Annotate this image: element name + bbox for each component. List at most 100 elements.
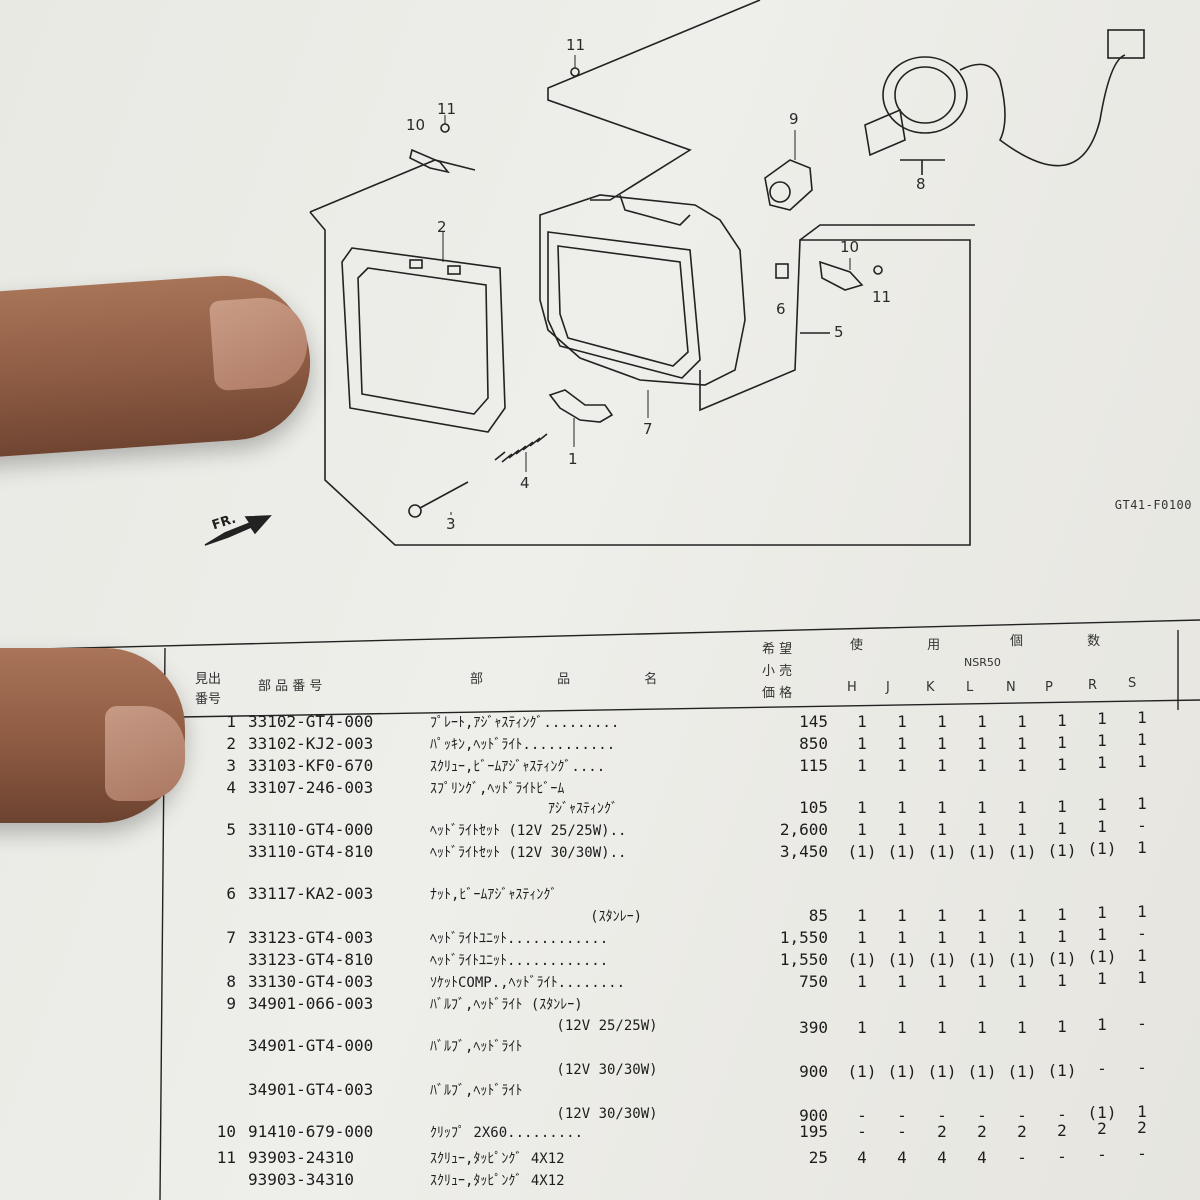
row-qty-N: 1	[1017, 756, 1027, 775]
row-qty-S: -	[1137, 923, 1147, 943]
type-header-H: H	[847, 680, 857, 695]
row-qty-L: 1	[977, 734, 987, 753]
row-qty-L: -	[977, 1106, 987, 1125]
row-part-number: 93903-34310	[248, 1170, 354, 1189]
callout-10-right: 10	[840, 238, 860, 256]
row-price: 750	[799, 972, 828, 991]
row-qty-L: (1)	[967, 1062, 997, 1081]
type-header-S: S	[1128, 676, 1137, 691]
row-qty-H: (1)	[847, 950, 877, 969]
row-ref: 10	[216, 1122, 236, 1141]
row-qty-N: (1)	[1007, 950, 1037, 969]
row-qty-K: 1	[937, 820, 947, 839]
row-qty-L: 1	[977, 712, 987, 731]
row-qty-S: -	[1137, 1013, 1147, 1033]
row-qty-S: 1	[1137, 945, 1147, 965]
row-qty-K: 1	[937, 734, 947, 753]
row-qty-L: 1	[977, 1018, 987, 1037]
row-qty-P: -	[1057, 1104, 1067, 1124]
row-part-number: 34901-GT4-000	[248, 1036, 374, 1055]
row-qty-S: -	[1137, 1057, 1147, 1077]
row-price: 2,600	[779, 820, 828, 839]
row-qty-R: 2	[1097, 1119, 1107, 1138]
row-qty-J: 1	[897, 972, 907, 991]
row-qty-S: 1	[1137, 707, 1147, 727]
row-qty-L: 1	[977, 972, 987, 991]
row-price: 390	[799, 1018, 828, 1037]
row-part-name: ｿｹｯﾄCOMP.,ﾍｯﾄﾞﾗｲﾄ........	[430, 975, 626, 991]
row-part-name: ﾍｯﾄﾞﾗｲﾄｾｯﾄ (12V 30/30W)..	[430, 845, 627, 861]
row-price: 3,450	[779, 842, 828, 861]
row-qty-N: (1)	[1007, 842, 1037, 861]
row-qty-H: 1	[857, 972, 867, 991]
type-header-L: L	[966, 680, 974, 695]
row-qty-K: 1	[937, 1018, 947, 1037]
row-qty-J: 1	[897, 1018, 907, 1037]
ref-header-bottom: 番号	[195, 692, 222, 707]
row-qty-K: 1	[937, 906, 947, 925]
row-price: 900	[799, 1106, 828, 1125]
row-qty-S: -	[1137, 1143, 1147, 1163]
row-qty-L: 4	[977, 1148, 987, 1167]
callout-11-top: 11	[566, 36, 586, 54]
row-part-number: 33103-KF0-670	[248, 756, 374, 775]
row-qty-K: 1	[937, 972, 947, 991]
row-qty-L: 1	[977, 820, 987, 839]
row-qty-K: (1)	[927, 1062, 957, 1081]
row-part-number: 33102-KJ2-003	[248, 734, 374, 753]
row-ref: 2	[226, 734, 236, 753]
row-qty-H: -	[857, 1122, 867, 1141]
row-part-name: (12V 30/30W)	[430, 1106, 658, 1122]
row-qty-L: (1)	[967, 842, 997, 861]
row-price: 25	[808, 1148, 828, 1167]
callout-11-right: 11	[872, 288, 892, 306]
row-qty-H: (1)	[847, 842, 877, 861]
row-qty-R: 1	[1097, 1015, 1107, 1034]
row-qty-N: 1	[1017, 906, 1027, 925]
row-ref: 8	[226, 972, 236, 991]
row-qty-P: 1	[1057, 818, 1067, 838]
row-qty-S: 1	[1137, 729, 1147, 749]
row-qty-N: -	[1017, 1106, 1027, 1125]
row-part-number: 34901-066-003	[248, 994, 374, 1013]
row-qty-N: 2	[1017, 1122, 1027, 1141]
figure-code: GT41-F0100	[1114, 498, 1192, 512]
type-header-N: N	[1006, 680, 1016, 695]
row-qty-N: 1	[1017, 798, 1027, 817]
row-qty-K: 1	[937, 712, 947, 731]
row-qty-P: 1	[1057, 754, 1067, 774]
row-qty-H: 1	[857, 712, 867, 731]
row-qty-H: -	[857, 1106, 867, 1125]
row-qty-R: 1	[1097, 795, 1107, 814]
row-qty-R: 1	[1097, 709, 1107, 728]
row-qty-L: (1)	[967, 950, 997, 969]
row-qty-R: 1	[1097, 925, 1107, 944]
row-qty-J: 1	[897, 712, 907, 731]
row-qty-J: 1	[897, 928, 907, 947]
row-price: 850	[799, 734, 828, 753]
row-part-number: 91410-679-000	[248, 1122, 374, 1141]
fingernail-lower	[105, 706, 185, 801]
row-qty-N: 1	[1017, 928, 1027, 947]
row-qty-P: 1	[1057, 926, 1067, 946]
row-part-name: ｽﾌﾟﾘﾝｸﾞ,ﾍｯﾄﾞﾗｲﾄﾋﾞｰﾑ	[430, 781, 565, 797]
row-qty-L: 1	[977, 906, 987, 925]
price-header-3: 価 格	[762, 686, 793, 701]
row-part-number: 33117-KA2-003	[248, 884, 374, 903]
row-price: 115	[799, 756, 828, 775]
row-qty-R: 1	[1097, 817, 1107, 836]
row-qty-L: 1	[977, 756, 987, 775]
callout-2: 2	[437, 218, 447, 236]
row-part-number: 33123-GT4-003	[248, 928, 374, 947]
row-qty-N: (1)	[1007, 1062, 1037, 1081]
row-qty-S: 1	[1137, 1101, 1147, 1121]
row-qty-J: 1	[897, 820, 907, 839]
row-ref: 9	[226, 994, 236, 1013]
row-qty-L: 1	[977, 928, 987, 947]
callout-4: 4	[520, 474, 530, 492]
price-header-2: 小 売	[762, 664, 793, 679]
row-part-number: 33130-GT4-003	[248, 972, 374, 991]
row-price: 105	[799, 798, 828, 817]
row-qty-J: 1	[897, 798, 907, 817]
